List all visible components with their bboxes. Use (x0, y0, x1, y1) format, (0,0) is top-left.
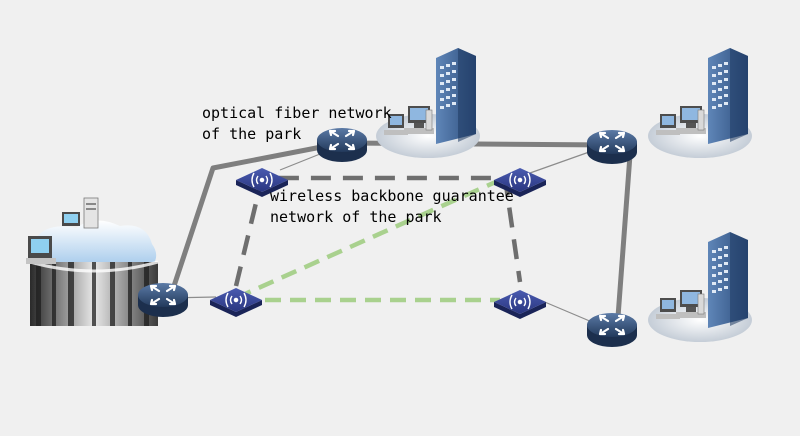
router-icon (585, 128, 639, 166)
router-icon (136, 281, 190, 319)
wireless-bridge-icon (493, 289, 547, 320)
wireless-bridge-icon (209, 287, 263, 318)
optical-fiber-label-line2: of the park (202, 125, 302, 143)
building-icon (647, 47, 753, 159)
optical-fiber-label-line1: optical fiber network (202, 104, 392, 122)
thin-link-right-bridge-router (529, 150, 593, 174)
building-icon (647, 231, 753, 343)
wireless-label-line2: network of the park (270, 208, 442, 226)
thin-link-bottom-bridge-router (539, 299, 593, 323)
router-icon (585, 311, 639, 349)
optical-fiber-network-label: optical fiber network of the park (202, 103, 392, 145)
wireless-backbone-link (233, 175, 523, 287)
wireless-label-line1: wireless backbone guarantee (270, 187, 514, 205)
data-center-icon (26, 197, 159, 326)
fiber-ring-link (169, 140, 633, 318)
links (164, 140, 633, 323)
wireless-backbone-label: wireless backbone guarantee network of t… (270, 186, 514, 228)
thin-link-top-bridge-router (279, 151, 326, 171)
wireless-diagonal-link (235, 177, 501, 301)
